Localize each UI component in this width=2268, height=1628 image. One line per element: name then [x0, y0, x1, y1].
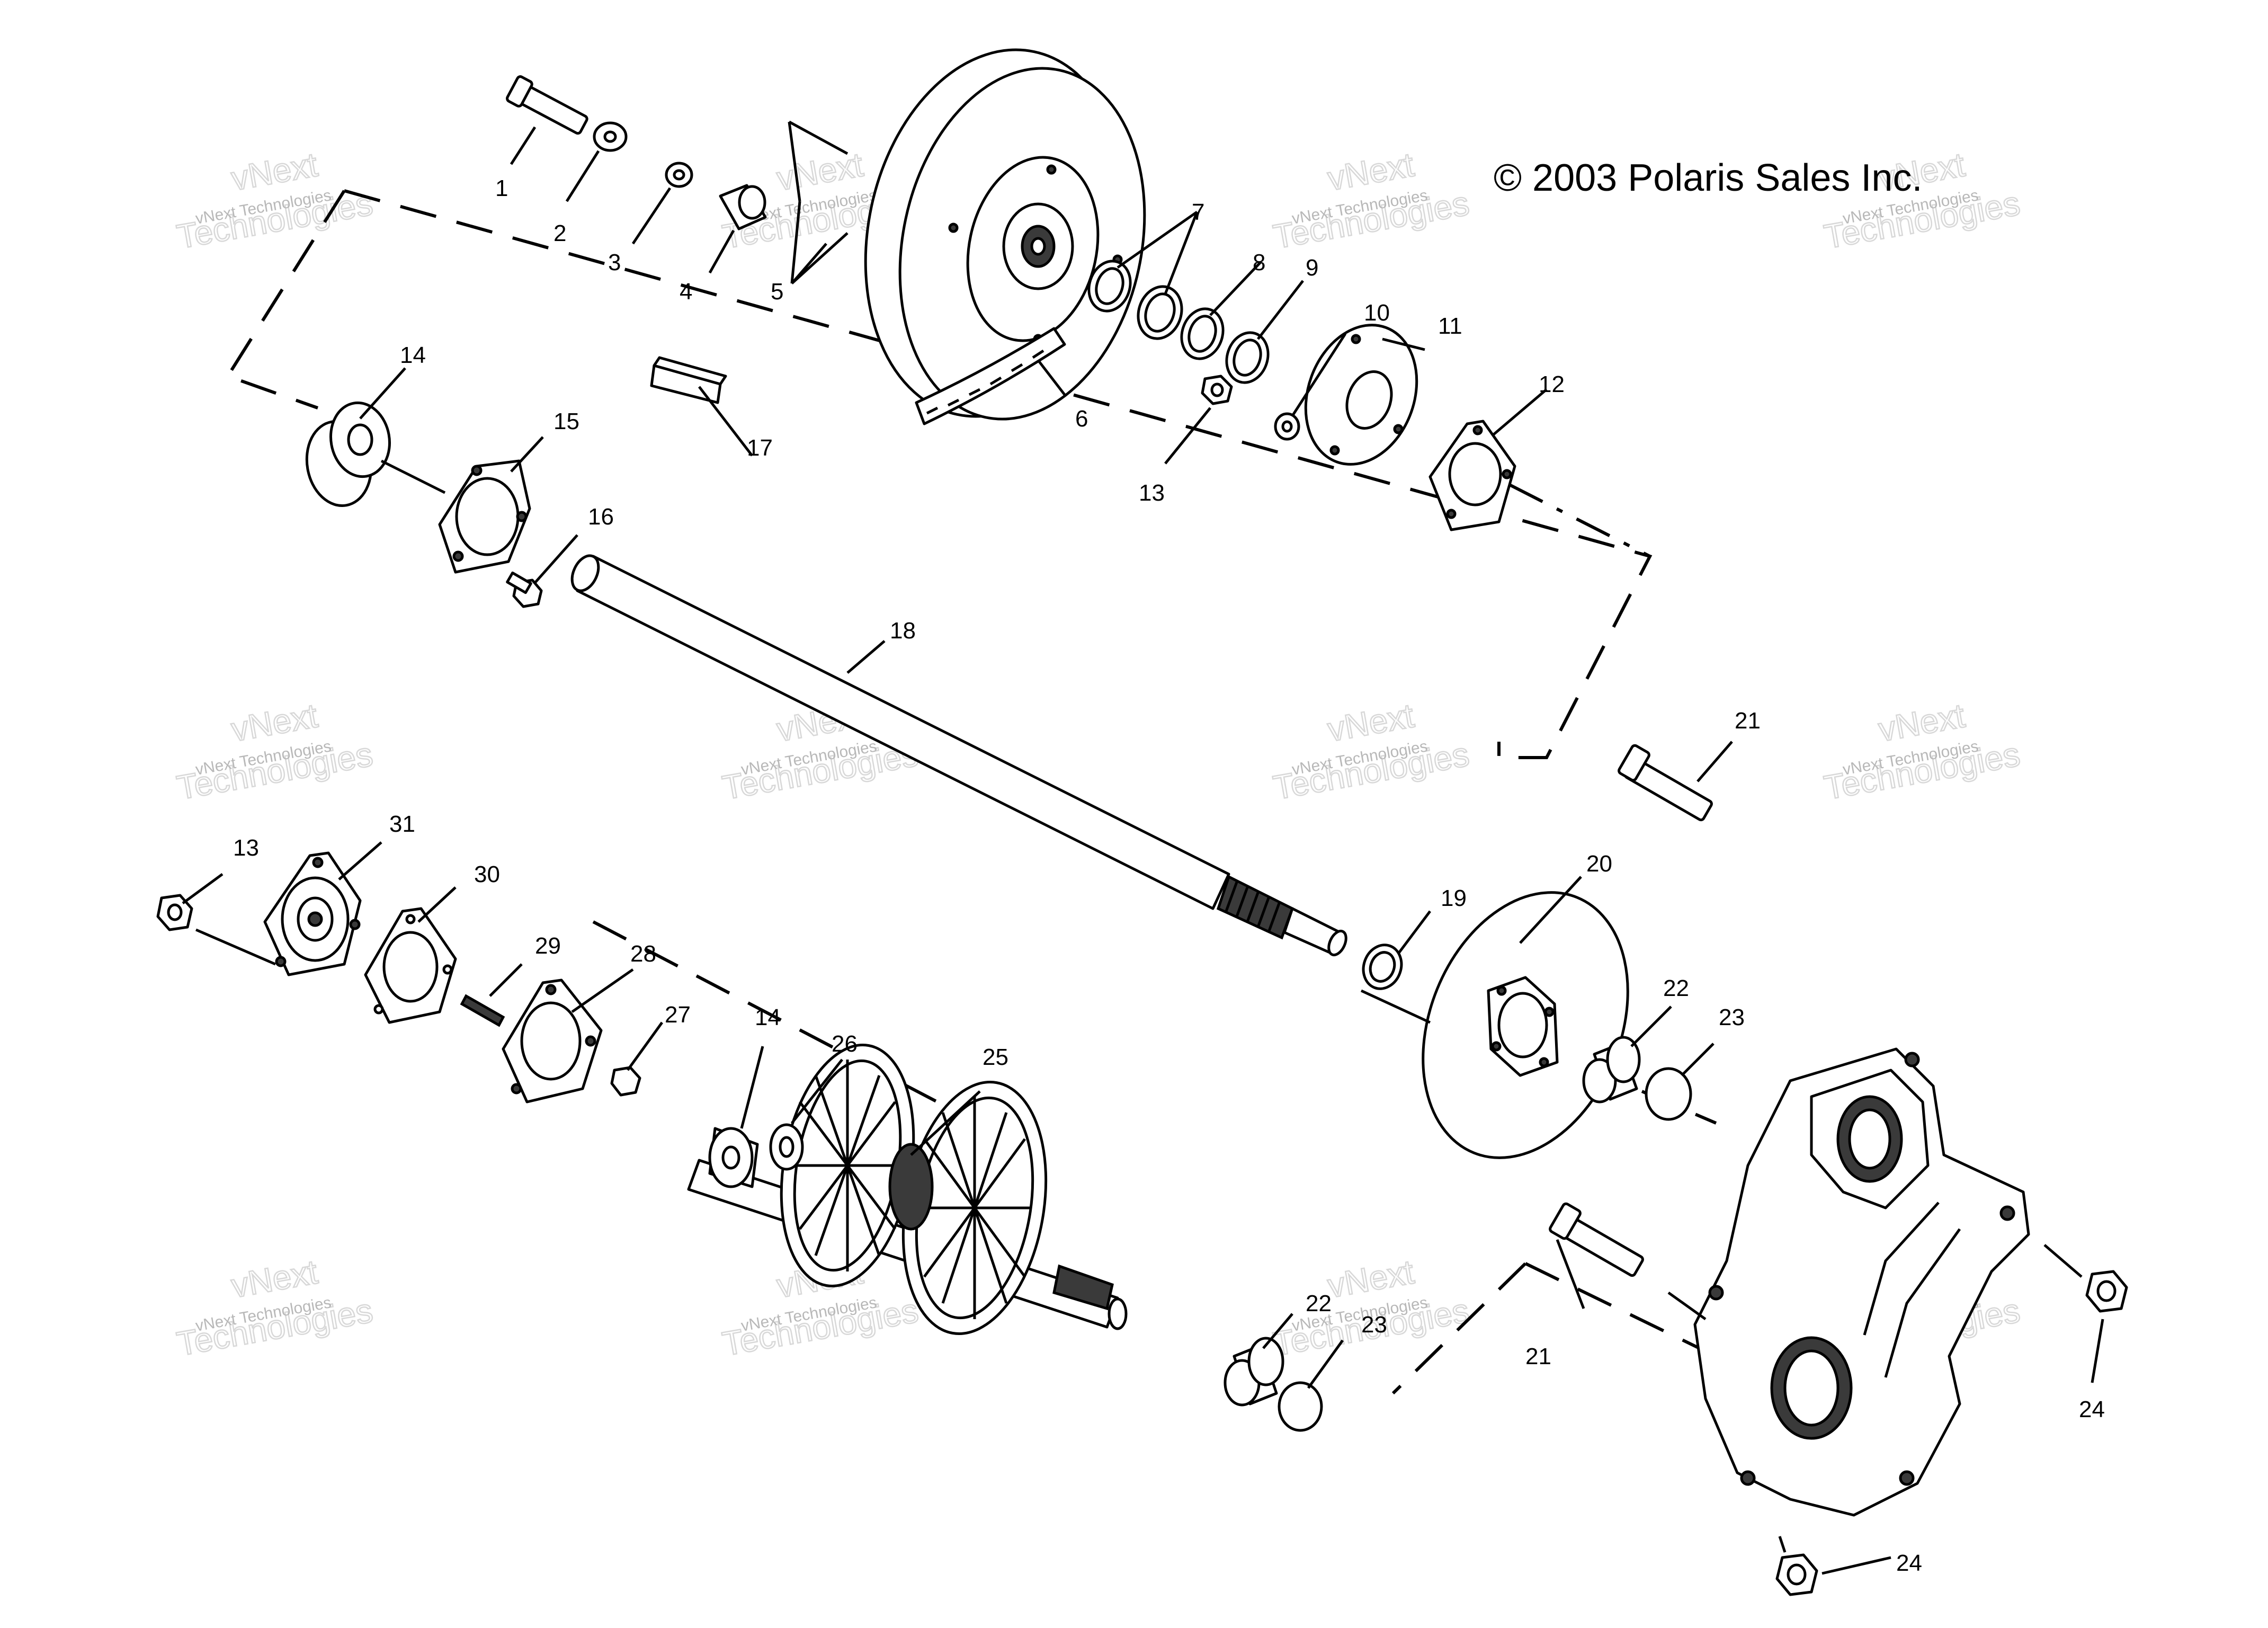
part-24-nut-bottom [1775, 1553, 1818, 1596]
watermark: vNext Technologies vNext Technologies [1820, 696, 2023, 807]
callout-11: 11 [1438, 313, 1462, 339]
part-7-ring-a [1087, 260, 1132, 313]
callout-18: 18 [890, 618, 916, 644]
callout-12: 12 [1539, 371, 1565, 397]
watermark: vNext Technologies vNext Technologies [1270, 696, 1472, 807]
callout-21-lower: 21 [1525, 1344, 1551, 1369]
callout-3: 3 [608, 250, 621, 275]
watermark-large-top: vNext [1876, 696, 1968, 749]
callout-8: 8 [1253, 250, 1265, 275]
part-6-chain [915, 327, 1066, 425]
part-4-spacer [719, 184, 767, 230]
watermark-large-top: vNext [1325, 1252, 1417, 1305]
callout-9: 9 [1306, 255, 1318, 281]
callout-26: 26 [832, 1031, 858, 1057]
callout-24-right: 24 [2079, 1396, 2105, 1422]
part-28-flange [502, 978, 603, 1104]
callout-27: 27 [665, 1002, 691, 1028]
callout-5: 5 [771, 279, 783, 305]
center-line-upper [1508, 483, 1651, 558]
part-11-retainer-plate [1304, 324, 1418, 466]
chaincase-housing [1693, 1047, 2030, 1517]
part-13-nut-upper [1201, 375, 1233, 405]
part-23-seal-lower [1278, 1381, 1323, 1432]
part-20-brake-disc [1422, 891, 1629, 1159]
callout-24-bottom: 24 [1896, 1550, 1922, 1576]
callout-4: 4 [680, 279, 692, 305]
callout-28: 28 [630, 941, 656, 967]
callout-7: 7 [1192, 199, 1204, 225]
part-7-ring-b [1137, 285, 1183, 340]
callout-13-upper: 13 [1139, 480, 1165, 506]
callout-31: 31 [389, 811, 415, 837]
part-30-gasket [364, 907, 457, 1024]
part-24-nut-right [2085, 1270, 2128, 1313]
callout-21-upper: 21 [1735, 708, 1761, 734]
part-25-drive-assembly [687, 1044, 1128, 1335]
part-21-bolt-lower [1549, 1202, 1644, 1277]
part-3-lockwasher [665, 162, 693, 188]
callout-23-upper: 23 [1719, 1004, 1745, 1030]
part-22-bearing-upper [1582, 1036, 1641, 1104]
part-9-ring [1225, 331, 1270, 384]
part-31-bearing-housing [263, 851, 362, 976]
callout-17: 17 [747, 435, 773, 461]
callout-22-lower: 22 [1306, 1291, 1332, 1316]
part-15-flange [438, 459, 531, 574]
watermark-large-top: vNext [1325, 696, 1417, 749]
callout-10: 10 [1364, 300, 1390, 326]
assembly-boundary-bottom [1391, 1262, 1728, 1395]
watermark: vNext Technologies vNext Technologies [173, 145, 376, 256]
watermark-large-top: vNext [228, 145, 320, 198]
callout-19: 19 [1441, 885, 1467, 911]
part-10-washer [1274, 412, 1300, 441]
callout-20: 20 [1586, 851, 1612, 877]
callout-2: 2 [553, 220, 566, 246]
callout-14-upper: 14 [400, 342, 426, 368]
callout-14-lower: 14 [755, 1004, 781, 1030]
part-29-spring [460, 994, 505, 1027]
callout-29: 29 [535, 933, 561, 959]
assembly-boundary-left [225, 190, 346, 410]
callout-1: 1 [495, 175, 508, 201]
part-22-bearing-lower [1224, 1337, 1284, 1407]
part-23-seal-upper [1645, 1067, 1692, 1121]
callout-6: 6 [1075, 406, 1088, 432]
watermark-large-top: vNext [1325, 145, 1417, 198]
watermark-large-top: vNext [228, 1252, 320, 1305]
part-27-bolt [610, 1066, 641, 1097]
watermark: vNext Technologies vNext Technologies [1270, 145, 1472, 256]
callout-13-lower: 13 [233, 835, 259, 861]
part-21-bolt-upper [1618, 744, 1713, 822]
watermark-large-top: vNext [228, 696, 320, 749]
part-14-bearing-upper [305, 401, 391, 507]
part-17-key [650, 356, 727, 404]
callout-30: 30 [474, 861, 500, 887]
callout-22-upper: 22 [1663, 975, 1689, 1001]
watermark-large-top: vNext [774, 145, 866, 198]
watermark: vNext Technologies vNext Technologies [173, 1252, 376, 1364]
copyright-text: © 2003 Polaris Sales Inc. [1494, 157, 1922, 199]
callouts: 1 2 3 4 5 6 7 8 9 10 11 12 13 14 15 16 1… [233, 175, 2105, 1576]
part-8-ring [1180, 307, 1225, 360]
part-12-flange [1428, 420, 1516, 531]
part-19-ring [1362, 944, 1403, 990]
callout-16: 16 [588, 504, 614, 530]
watermark: vNext Technologies vNext Technologies [173, 696, 376, 807]
leader-lines [182, 120, 2104, 1575]
part-1-bolt [506, 75, 588, 135]
callout-25: 25 [983, 1044, 1008, 1070]
part-18-driveshaft [570, 554, 1347, 957]
part-2-washer [593, 121, 628, 152]
part-5-driven-pulley [864, 48, 1146, 421]
part-16-bolt [506, 571, 543, 608]
part-26-bearing [769, 1123, 804, 1171]
callout-23-lower: 23 [1361, 1312, 1387, 1338]
part-14-bearing-lower [708, 1127, 759, 1188]
assembly-boundary-top [344, 189, 1653, 759]
callout-15: 15 [553, 408, 579, 434]
